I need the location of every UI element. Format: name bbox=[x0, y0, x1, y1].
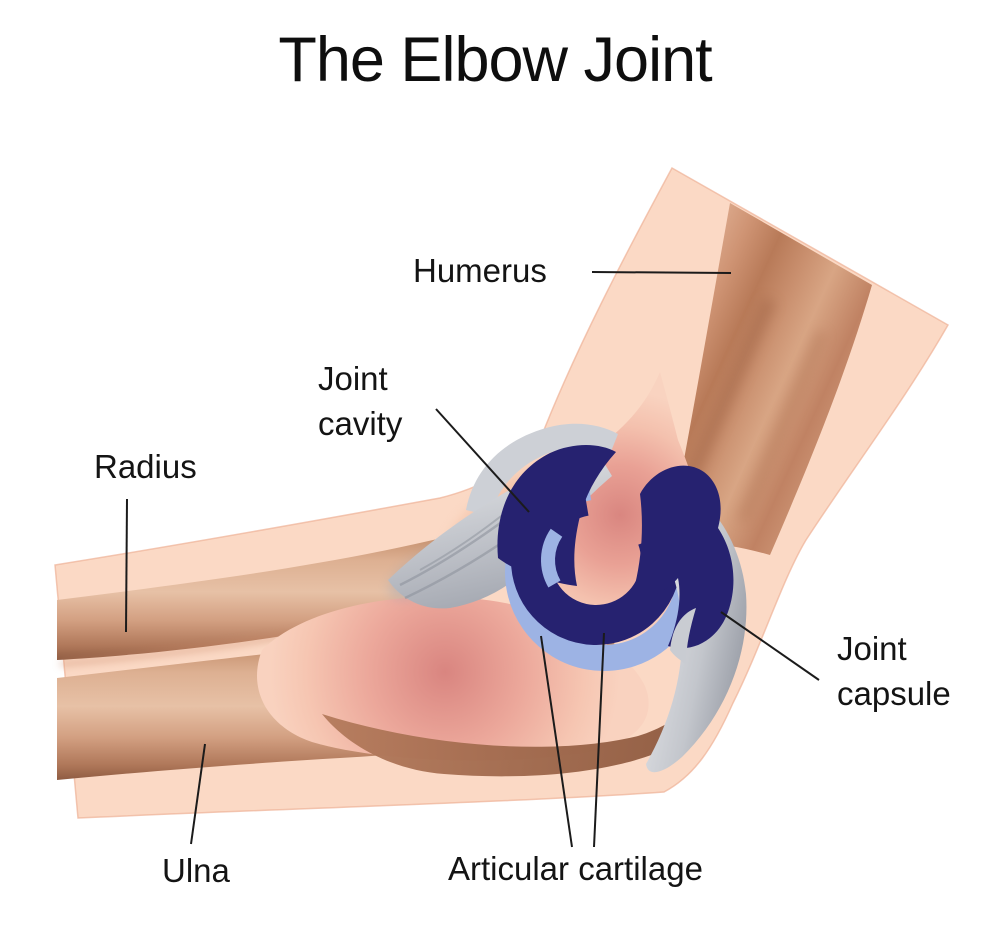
radius-bone bbox=[57, 518, 511, 660]
humerus-bone bbox=[668, 203, 872, 555]
radius-leader-line bbox=[125, 498, 128, 633]
label-humerus: Humerus bbox=[413, 252, 547, 289]
label-joint-capsule: Joint capsule bbox=[837, 630, 951, 712]
label-ulna: Ulna bbox=[162, 852, 230, 889]
ulna-leader-line bbox=[190, 743, 206, 845]
joint-cavity-anchor bbox=[632, 465, 734, 649]
label-articular-cartilage: Articular cartilage bbox=[448, 850, 703, 887]
humerus-bone-streak-2 bbox=[737, 330, 827, 522]
ulna-cortex-band bbox=[322, 664, 722, 777]
articular-cartilage-leader-line-left bbox=[540, 635, 573, 848]
joint-cavity-wedge bbox=[497, 445, 616, 586]
label-radius: Radius bbox=[94, 448, 197, 485]
joint-capsule-leader-line bbox=[720, 611, 820, 681]
cartilage-inner-sliver bbox=[541, 505, 651, 615]
joint-cavity-leader-line bbox=[435, 408, 530, 513]
articular-cartilage-leader-line-right bbox=[593, 632, 605, 848]
label-joint-cavity: Joint cavity bbox=[318, 360, 403, 442]
humerus-bone-streak bbox=[683, 297, 777, 483]
humerus-leader-line bbox=[591, 271, 732, 274]
capsule-notch bbox=[670, 608, 696, 664]
page-title: The Elbow Joint bbox=[278, 25, 712, 95]
